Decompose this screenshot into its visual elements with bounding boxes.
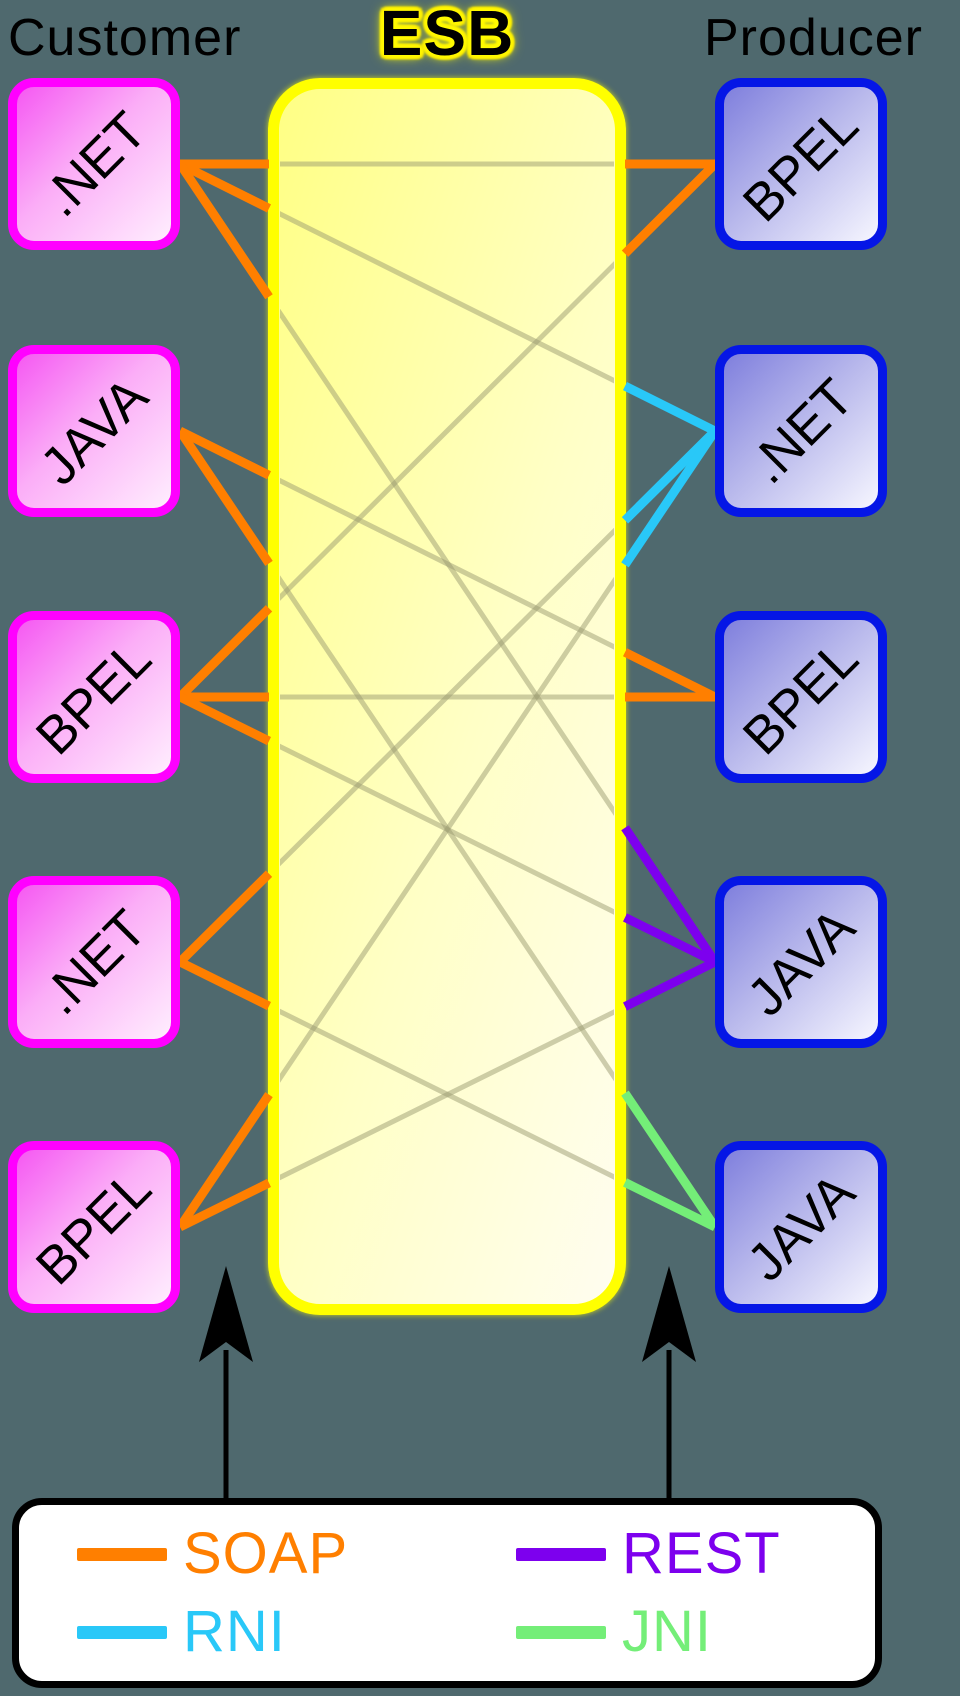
node-label: .NET — [737, 367, 865, 495]
legend-item-rni: RNI — [77, 1597, 476, 1667]
node-label: BPEL — [25, 1158, 163, 1296]
connection-line — [622, 648, 718, 702]
left-arrow-head-icon — [199, 1266, 253, 1362]
node-label: JAVA — [736, 1162, 866, 1292]
node-label: .NET — [30, 898, 158, 1026]
legend-label: RNI — [183, 1599, 286, 1664]
node-label: JAVA — [29, 366, 159, 496]
customer-node-bpel: BPEL — [8, 611, 180, 783]
connection-line — [178, 1178, 271, 1232]
connection-line — [280, 429, 614, 1229]
right-arrow-head-icon — [642, 1266, 696, 1362]
connection-line — [176, 161, 273, 300]
legend-item-soap: SOAP — [77, 1519, 476, 1589]
connection-line — [280, 161, 614, 434]
jni-line-swatch-icon — [516, 1625, 606, 1639]
node-label: .NET — [30, 100, 158, 228]
customer-node-net-2: .NET — [8, 876, 180, 1048]
connection-line — [622, 382, 718, 436]
rest-line-swatch-icon — [516, 1547, 606, 1561]
connection-line — [178, 692, 271, 746]
connection-line — [621, 1090, 719, 1230]
legend-label: REST — [622, 1521, 781, 1586]
connection-line — [280, 162, 614, 699]
connection-line — [621, 428, 719, 568]
protocol-segments — [176, 159, 719, 1232]
connection-line — [280, 429, 614, 964]
connection-line — [623, 913, 717, 967]
connection-line — [176, 1092, 273, 1230]
producer-node-bpel-2: BPEL — [715, 611, 887, 783]
customer-node-net: .NET — [8, 78, 180, 250]
node-label: BPEL — [25, 628, 163, 766]
producer-node-java-2: JAVA — [715, 1141, 887, 1313]
connection-line — [177, 426, 272, 480]
legend-arrows — [199, 1266, 696, 1500]
connection-line — [177, 159, 272, 213]
esb-title: ESB — [379, 0, 515, 69]
through-lines — [280, 161, 614, 1230]
connection-line — [621, 160, 719, 257]
producer-node-net: .NET — [715, 345, 887, 517]
soap-line-swatch-icon — [77, 1547, 167, 1561]
connection-line — [623, 957, 717, 1011]
legend-label: JNI — [622, 1599, 712, 1664]
protocol-legend: SOAP REST RNI JNI — [12, 1498, 882, 1688]
legend-item-rest: REST — [516, 1519, 875, 1589]
legend-label: SOAP — [183, 1521, 349, 1586]
customer-column-heading: Customer — [8, 9, 242, 67]
customer-node-java: JAVA — [8, 345, 180, 517]
producer-node-java: JAVA — [715, 876, 887, 1048]
producer-column-heading: Producer — [704, 9, 923, 67]
node-label: BPEL — [732, 95, 870, 233]
node-label: BPEL — [732, 628, 870, 766]
connection-line — [280, 959, 614, 1230]
connection-line — [280, 428, 614, 700]
customer-node-bpel-2: BPEL — [8, 1141, 180, 1313]
node-label: JAVA — [736, 897, 866, 1027]
connection-line — [176, 605, 273, 701]
legend-item-jni: JNI — [516, 1597, 875, 1667]
connection-line — [178, 957, 271, 1011]
connection-line — [176, 870, 273, 966]
producer-node-bpel: BPEL — [715, 78, 887, 250]
rni-line-swatch-icon — [77, 1625, 167, 1639]
connection-line — [176, 428, 273, 566]
connection-line — [623, 1178, 717, 1232]
connection-line — [621, 825, 719, 965]
